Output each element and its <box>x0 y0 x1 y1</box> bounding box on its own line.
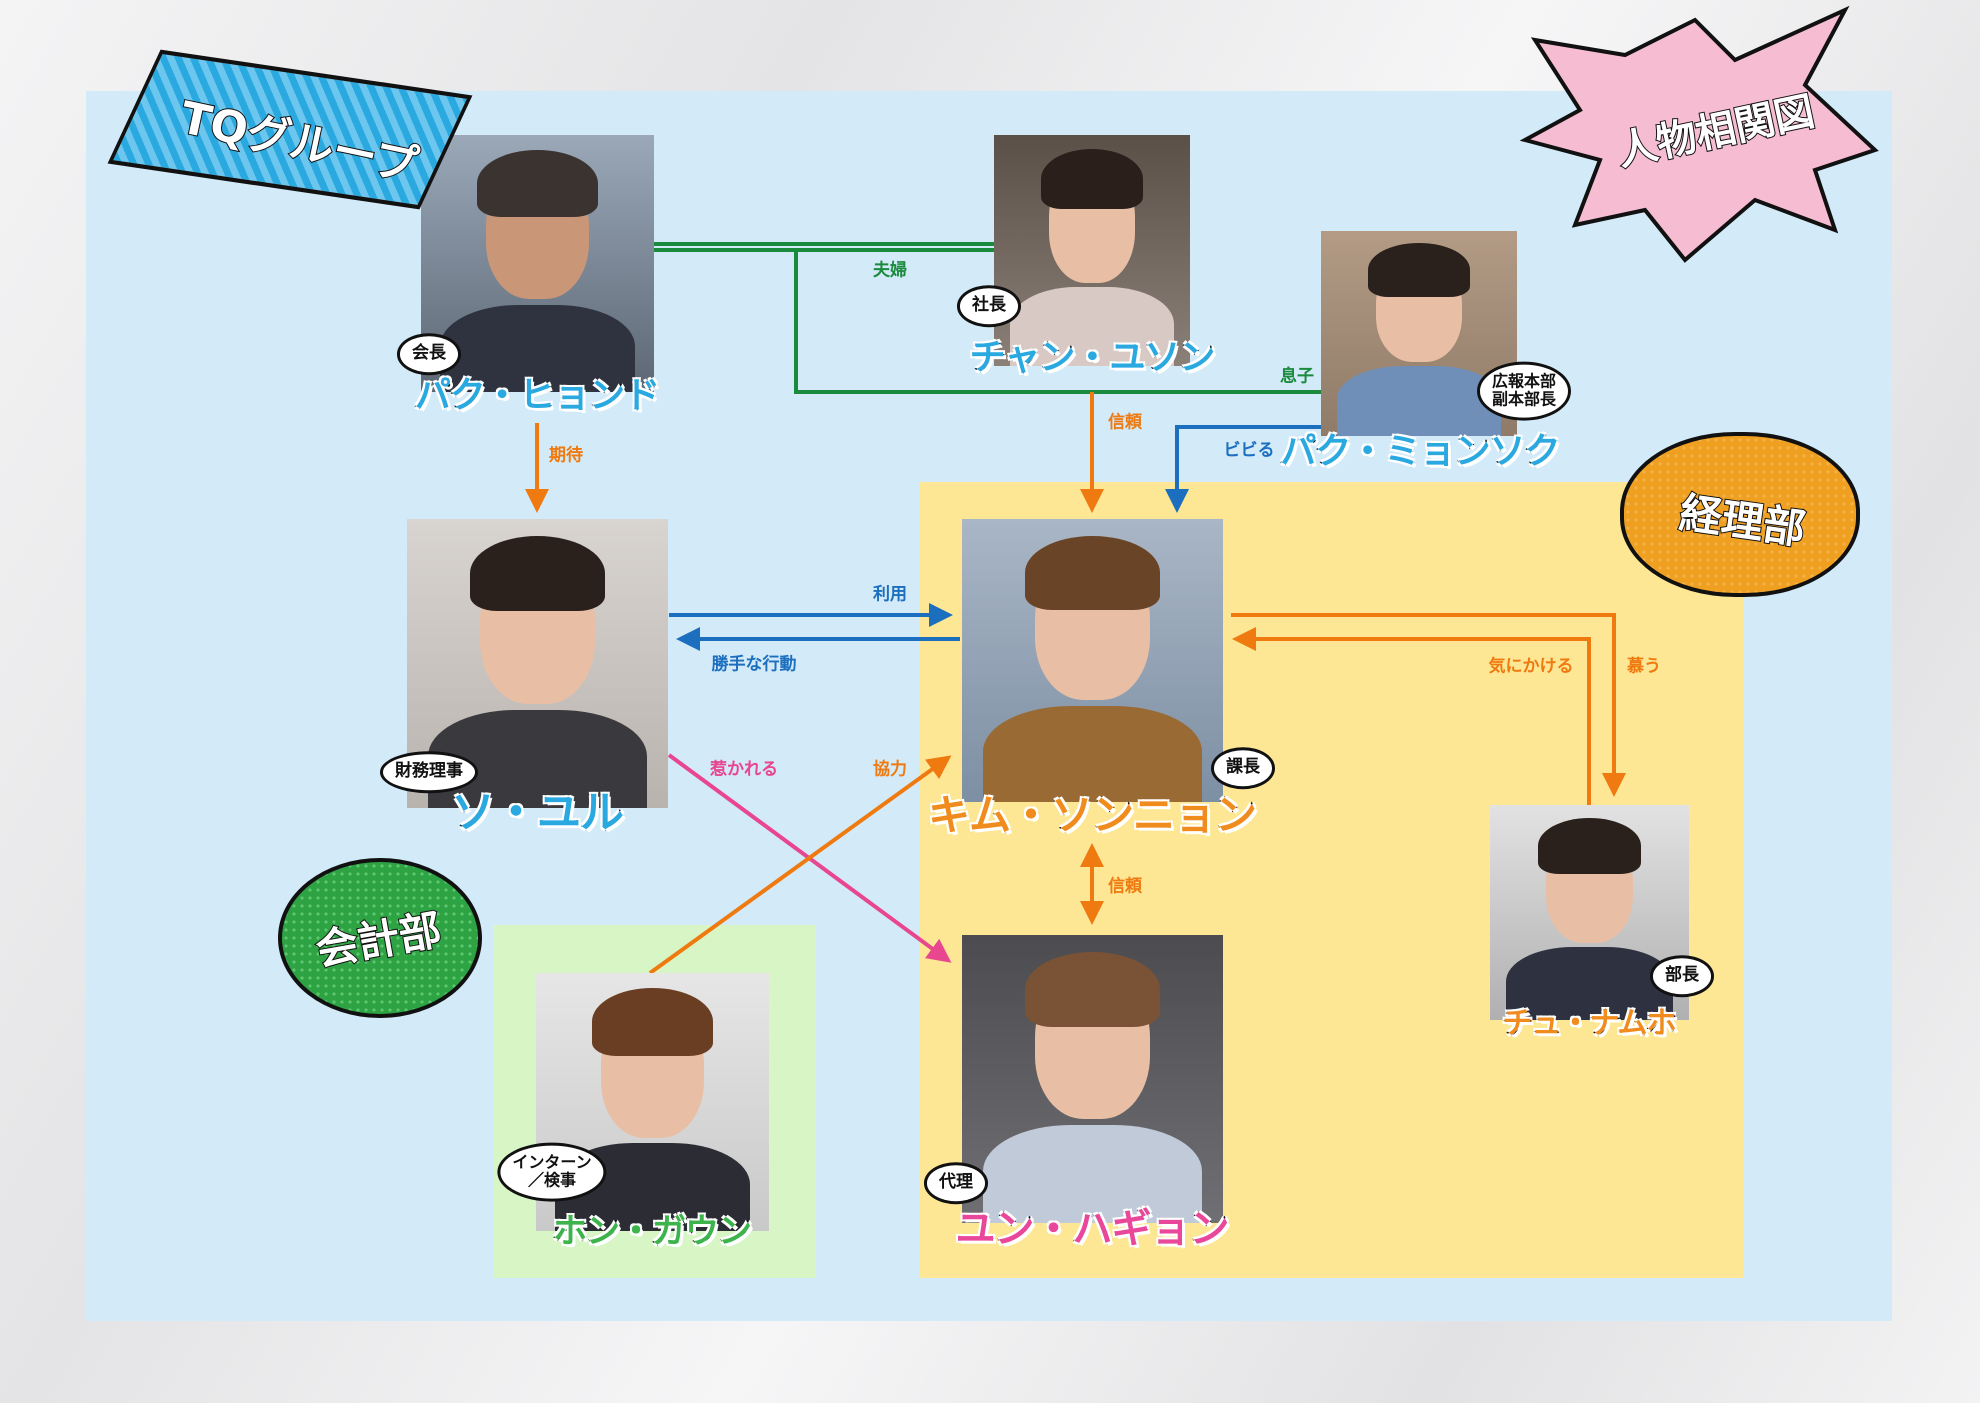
role-bubble: 社長 <box>957 285 1021 327</box>
label-kinikakeru: 気にかける <box>1488 656 1574 677</box>
line-musuko <box>794 250 1321 394</box>
name-so-yul: ソ・ユル <box>450 786 625 839</box>
name-park-myonsok: パク・ミョンソク <box>1279 430 1561 473</box>
arrow-kyouryoku <box>648 755 952 975</box>
label-bibiru: ビビる <box>1223 440 1275 461</box>
label-shinrai-mutual: 信頼 <box>1108 876 1142 897</box>
role-bubble: インターン ／検事 <box>497 1142 607 1202</box>
label-kitai: 期待 <box>549 445 583 466</box>
label-katte: 勝手な行動 <box>711 654 797 675</box>
arrow-bibiru <box>1165 425 1321 513</box>
name-hon-gaun: ホン・ガウン <box>552 1211 753 1253</box>
label-musuko: 息子 <box>1280 366 1314 387</box>
kaikei-bubble <box>278 858 482 1018</box>
photo-chang-yuson <box>994 135 1190 366</box>
name-yun-hagyon: ユン・ハギョン <box>955 1205 1231 1253</box>
label-hikareru: 惹かれる <box>710 759 778 780</box>
photo-kim-sonnyon <box>962 519 1223 802</box>
role-bubble: 広報本部 副本部長 <box>1476 361 1572 421</box>
role-bubble: 課長 <box>1211 747 1275 789</box>
name-kim-sonnyon: キム・ソンニョン <box>927 790 1258 841</box>
arrow-hikareru <box>667 753 952 963</box>
arrow-shitau <box>1231 613 1626 797</box>
label-shinrai: 信頼 <box>1108 412 1142 433</box>
photo-yun-hagyon <box>962 935 1223 1223</box>
role-bubble: 代理 <box>924 1162 988 1204</box>
name-park-hyondo: パク・ヒョンド <box>414 374 661 417</box>
line-fufu <box>654 242 994 252</box>
label-riyou: 利用 <box>873 584 907 605</box>
title-starburst <box>1519 5 1879 263</box>
photo-chu-namho <box>1490 805 1689 1020</box>
label-kyouryoku: 協力 <box>873 759 907 780</box>
name-chu-namho: チュ・ナムホ <box>1501 1005 1677 1042</box>
role-bubble: 財務理事 <box>380 751 478 793</box>
keiri-cloud <box>1620 432 1860 597</box>
role-bubble: 会長 <box>397 333 461 375</box>
role-bubble: 部長 <box>1650 955 1714 997</box>
arrow-kinikakeru <box>1232 627 1591 805</box>
photo-park-hyondo <box>421 135 654 392</box>
name-chang-yuson: チャン・ユソン <box>969 336 1217 379</box>
label-shitau: 慕う <box>1627 656 1661 677</box>
label-fufu: 夫婦 <box>873 260 907 281</box>
